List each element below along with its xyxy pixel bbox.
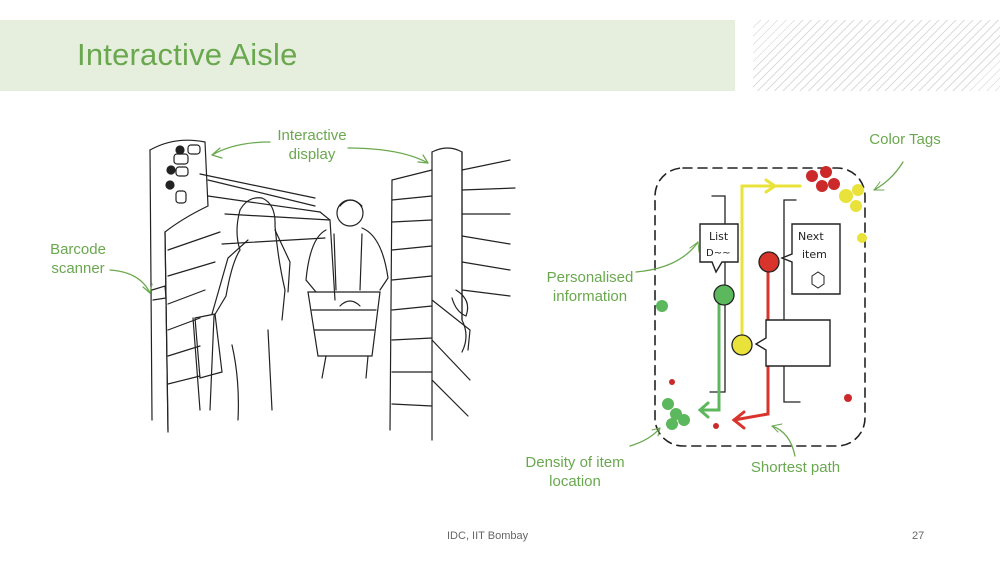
footer-text: IDC, IIT Bombay [447,530,529,542]
arrow-to-left-display [211,141,271,156]
next-item-note-line2: item [802,248,827,261]
color-tag-green [656,300,668,312]
next-item-note: Next [798,230,824,243]
label-shortest-path: Shortest path [750,459,841,476]
hatched-decoration [753,20,1000,91]
shopping-cart [307,291,381,357]
label-personalised-information: Personalised information [546,269,634,305]
arrow-to-right-display [347,147,429,164]
color-tag-red [806,170,818,182]
red-path [732,262,770,422]
yellow-location-marker [731,334,753,356]
arrow-to-scanner [109,269,151,294]
store-boundary [654,167,866,447]
arrow-to-list [635,241,699,273]
woman-figure [239,197,286,321]
color-tag-yellow [839,189,853,203]
arrow-to-shortest-path [771,425,796,457]
arrow-to-color-tags [873,161,904,191]
label-barcode-scanner: Barcode scanner [50,241,106,277]
next-item-box [780,223,841,295]
green-path [701,298,721,412]
list-note: List [709,230,729,243]
list-speech-box [699,223,739,274]
left-display-column [149,139,209,431]
empty-info-box [754,319,831,367]
barcode-scanner [151,285,167,301]
label-density-of-item-location: Density of item location [525,454,625,490]
box-icon [811,271,825,289]
list-note-items: D~~ [706,248,730,259]
slide-title: Interactive Aisle [77,37,298,72]
label-color-tags: Color Tags [869,131,941,148]
arrow-to-density [629,427,661,447]
display-chat-icon [173,153,189,165]
label-interactive-display: Interactive display [277,127,347,163]
aisle-block-right [783,199,801,403]
green-location-marker [713,284,735,306]
page-number: 27 [912,530,925,542]
red-location-marker [758,251,780,273]
yellow-path [740,184,802,344]
title-band [0,20,735,91]
